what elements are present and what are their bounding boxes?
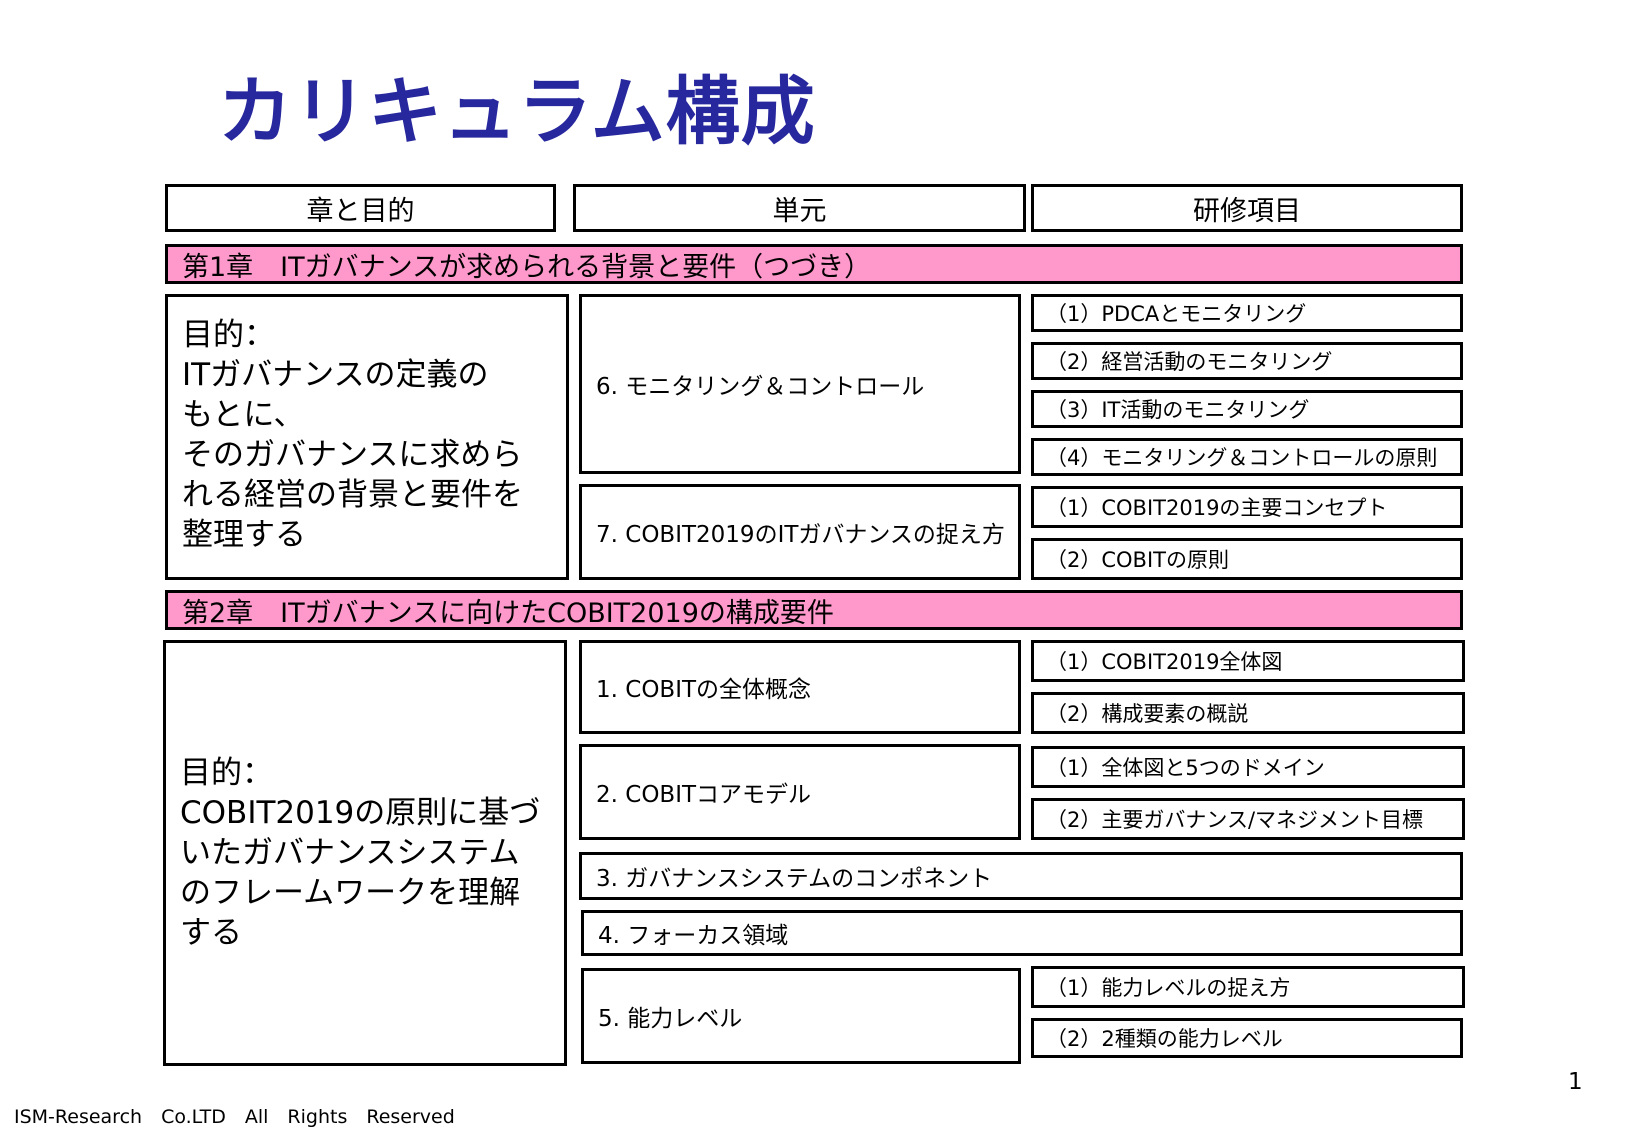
unit-5-capability-levels: 5. 能力レベル — [581, 968, 1021, 1064]
chapter1-band: 第1章 ITガバナンスが求められる背景と要件（つづき） — [165, 244, 1463, 284]
header-unit: 単元 — [573, 184, 1026, 232]
item-pdca-monitoring: （1）PDCAとモニタリング — [1031, 294, 1463, 332]
unit-3-governance-components: 3. ガバナンスシステムのコンポネント — [579, 852, 1463, 900]
chapter2-band: 第2章 ITガバナンスに向けたCOBIT2019の構成要件 — [165, 590, 1463, 630]
item-cobit-overall-diagram: （1）COBIT2019全体図 — [1031, 640, 1465, 682]
item-cobit-principles: （2）COBITの原則 — [1031, 538, 1463, 580]
unit-7-cobit-governance: 7. COBIT2019のITガバナンスの捉え方 — [579, 484, 1021, 580]
item-components-overview: （2）構成要素の概説 — [1031, 692, 1465, 734]
unit-4-focus-areas: 4. フォーカス領域 — [581, 910, 1463, 956]
item-it-monitoring: （3）IT活動のモニタリング — [1031, 390, 1463, 428]
copyright-footer: ISM-Research Co.LTD All Rights Reserved — [14, 1106, 455, 1128]
header-items: 研修項目 — [1031, 184, 1463, 232]
item-monitoring-principles: （4）モニタリング＆コントロールの原則 — [1031, 438, 1463, 476]
unit-6-monitoring: 6. モニタリング＆コントロール — [579, 294, 1021, 474]
header-chapter-purpose: 章と目的 — [165, 184, 556, 232]
chapter1-purpose: 目的： ITガバナンスの定義の もとに、 そのガバナンスに求めら れる経営の背景… — [165, 294, 569, 580]
chapter2-purpose: 目的： COBIT2019の原則に基づ いたガバナンスシステム のフレームワーク… — [163, 640, 567, 1066]
item-governance-objectives: （2）主要ガバナンス/マネジメント目標 — [1031, 798, 1465, 840]
item-business-monitoring: （2）経営活動のモニタリング — [1031, 342, 1463, 380]
page-title: カリキュラム構成 — [218, 69, 816, 155]
unit-1-cobit-overview: 1. COBITの全体概念 — [579, 640, 1021, 734]
item-five-domains: （1）全体図と5つのドメイン — [1031, 746, 1465, 788]
item-capability-view: （1）能力レベルの捉え方 — [1031, 966, 1465, 1008]
chapter2-purpose-text: 目的： COBIT2019の原則に基づ いたガバナンスシステム のフレームワーク… — [180, 755, 541, 951]
item-two-capability-levels: （2）2種類の能力レベル — [1031, 1018, 1463, 1058]
page-number: 1 — [1568, 1069, 1583, 1095]
unit-2-cobit-core-model: 2. COBITコアモデル — [579, 744, 1021, 840]
item-cobit-concepts: （1）COBIT2019の主要コンセプト — [1031, 486, 1463, 528]
